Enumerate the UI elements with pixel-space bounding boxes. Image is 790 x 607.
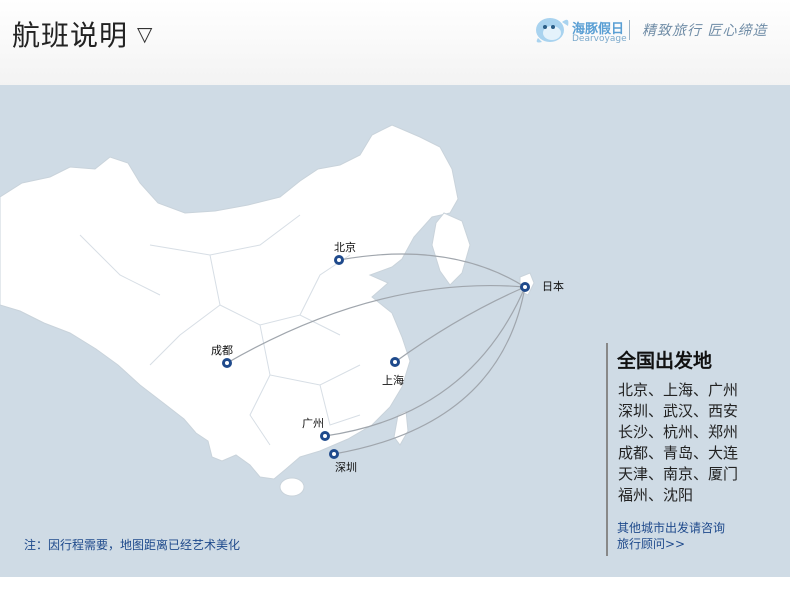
- city-label-shenzhen: 深圳: [335, 461, 357, 474]
- panel-divider: [606, 343, 608, 556]
- city-label-japan: 日本: [542, 280, 564, 293]
- korea-peninsula: [431, 212, 471, 286]
- flight-routes: [226, 253, 526, 455]
- route-map-svg: [0, 124, 535, 497]
- marker-shenzhen: [329, 449, 339, 459]
- departure-city-line: 成都、青岛、大连: [618, 444, 739, 462]
- city-markers: [222, 255, 530, 459]
- city-label-guangzhou: 广州: [302, 417, 324, 430]
- route-map: [0, 85, 790, 577]
- consult-link-line: 其他城市出发请咨询: [617, 521, 726, 535]
- departure-city-line: 福州、沈阳: [618, 486, 694, 504]
- departure-city-line: 北京、上海、广州: [618, 381, 739, 399]
- brand-divider: [629, 20, 630, 40]
- marker-japan: [520, 282, 530, 292]
- dolphin-logo-icon: [536, 18, 569, 43]
- consult-link-line: 旅行顾问>>: [617, 537, 686, 551]
- departure-city-line: 深圳、武汉、西安: [618, 402, 739, 420]
- route-shanghai-japan: [394, 286, 526, 363]
- marker-beijing: [334, 255, 344, 265]
- route-chengdu-japan: [226, 284, 526, 364]
- hainan-island: [279, 477, 305, 497]
- departure-city-list: 北京、上海、广州 深圳、武汉、西安 长沙、杭州、郑州 成都、青岛、大连 天津、南…: [618, 380, 758, 506]
- brand-name: 海豚假日: [572, 22, 625, 37]
- marker-chengdu: [222, 358, 232, 368]
- brand-slogan: 精致旅行 匠心缔造: [642, 23, 768, 39]
- marker-guangzhou: [320, 431, 330, 441]
- dropdown-caret-icon[interactable]: ▽: [137, 22, 153, 46]
- city-label-shanghai: 上海: [382, 374, 404, 387]
- route-shenzhen-japan: [333, 286, 526, 455]
- departure-city-line: 长沙、杭州、郑州: [618, 423, 739, 441]
- departure-city-line: 天津、南京、厦门: [618, 465, 739, 483]
- china-landmass: [0, 124, 459, 480]
- brand-subtitle: Dearvoyage: [572, 34, 627, 44]
- page-title: 航班说明: [12, 19, 129, 52]
- route-guangzhou-japan: [324, 286, 526, 437]
- taiwan-island: [393, 410, 409, 446]
- header: 航班说明 ▽ 海豚假日 Dearvoyage 精致旅行 匠心缔造: [0, 0, 790, 85]
- city-label-chengdu: 成都: [211, 344, 233, 357]
- departure-panel-title: 全国出发地: [617, 350, 713, 372]
- map-note: 注：因行程需要，地图距离已经艺术美化: [24, 538, 241, 552]
- route-beijing-japan: [338, 253, 526, 288]
- footer-strip: [0, 577, 790, 607]
- consult-advisor-link[interactable]: 其他城市出发请咨询 旅行顾问>>: [617, 520, 737, 552]
- marker-shanghai: [390, 357, 400, 367]
- city-label-beijing: 北京: [334, 241, 356, 254]
